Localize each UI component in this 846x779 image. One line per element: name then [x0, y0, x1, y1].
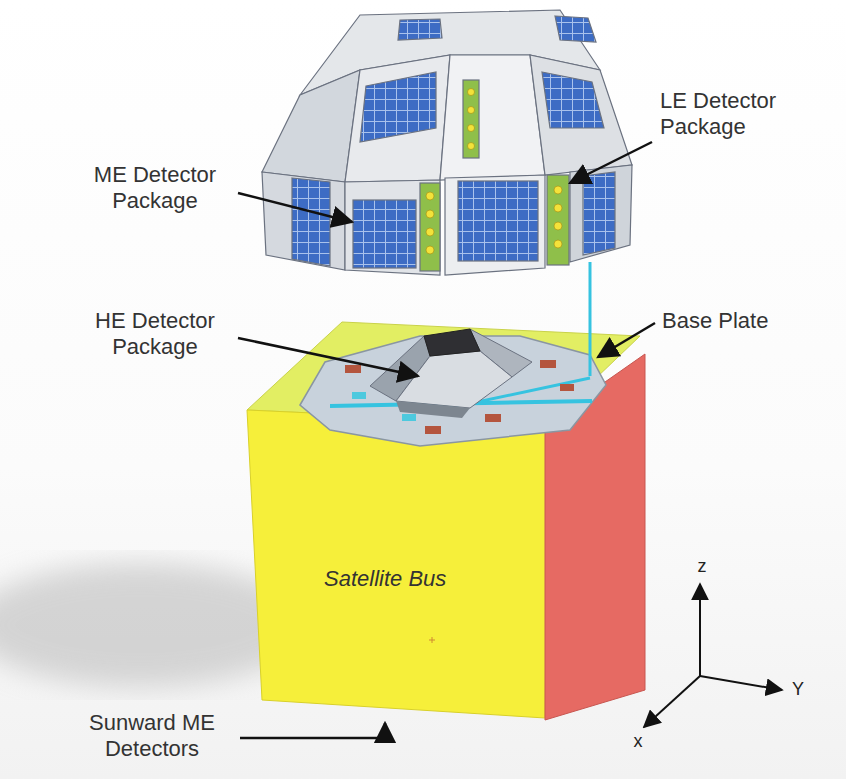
me-le-detector-dome: [262, 10, 632, 275]
callout-label: HE Detector Package: [75, 308, 235, 360]
axis-arrows: [644, 584, 782, 727]
axis-label: z: [692, 556, 712, 576]
callout-label: Sunward ME Detectors: [72, 710, 232, 762]
he-detector-package: [370, 329, 532, 418]
axis-label: Y: [788, 679, 808, 699]
axis-label: x: [628, 731, 648, 751]
le-detector-dots: [426, 89, 562, 255]
satellite-bus: [247, 322, 645, 720]
cable: [589, 262, 592, 376]
callout-label: ME Detector Package: [75, 162, 235, 214]
leader-lines: [238, 142, 655, 738]
callout-label: Base Plate: [662, 308, 812, 334]
node-text: Satellite Bus: [324, 566, 447, 592]
bus-face-label: Satellite Bus: [318, 560, 453, 598]
callout-label: LE Detector Package: [660, 88, 810, 140]
